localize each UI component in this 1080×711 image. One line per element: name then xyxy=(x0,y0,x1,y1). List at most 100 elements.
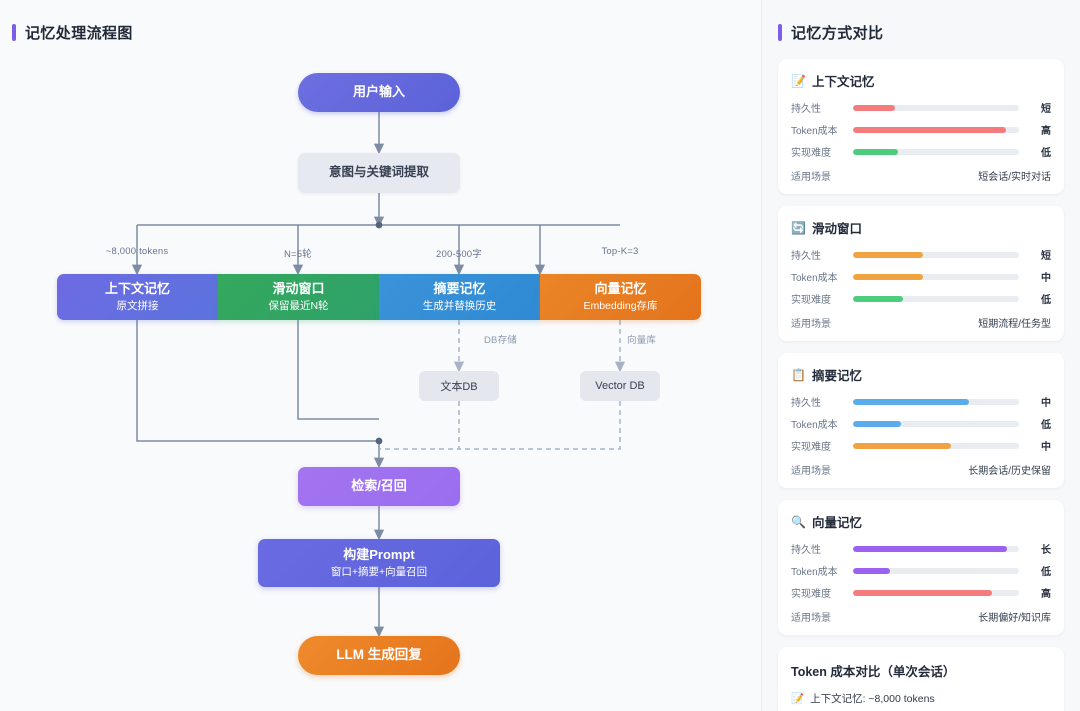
metric-row: Token成本 低 xyxy=(791,416,1051,431)
metric-label: 持久性 xyxy=(791,104,821,115)
metric-track xyxy=(853,545,1019,552)
node-build-prompt-sub: 窗口+摘要+向量召回 xyxy=(330,566,428,579)
scene-label: 适用场景 xyxy=(791,319,831,330)
metric-track xyxy=(853,420,1019,427)
flowchart-canvas: 用户输入 意图与关键词提取 ~8,000 tokens N=5轮 200-500… xyxy=(57,73,701,675)
token-cost-card: Token 成本对比（单次会话） 📝上下文记忆: ~8,000 tokens🔄滑… xyxy=(778,647,1064,711)
metric-row: 持久性短 xyxy=(791,247,1051,262)
scene-row: 适用场景 短期流程/任务型 xyxy=(791,315,1051,330)
scene-value: 短期流程/任务型 xyxy=(978,319,1051,330)
node-llm-response[interactable]: LLM 生成回复 xyxy=(298,636,460,675)
edge-label-summary: 200-500字 xyxy=(436,249,482,260)
split-junction-dot xyxy=(375,221,383,229)
metric-row: Token成本低 xyxy=(791,563,1051,578)
scene-label: 适用场景 xyxy=(791,613,831,624)
metric-track xyxy=(853,567,1019,574)
token-cost-item-icon: 📝 xyxy=(791,693,805,705)
node-context-memory[interactable]: 上下文记忆 原文拼接 xyxy=(57,274,218,320)
metric-row: 实现难度 中 xyxy=(791,438,1051,453)
node-user-input-label: 用户输入 xyxy=(352,84,405,100)
node-summary-memory-sub: 生成并替换历史 xyxy=(422,300,497,313)
metric-row: 实现难度高 xyxy=(791,585,1051,600)
metric-track xyxy=(853,442,1019,449)
token-cost-item-text: 上下文记忆: ~8,000 tokens xyxy=(810,693,935,705)
metric-label: 持久性 xyxy=(791,398,821,409)
metric-track xyxy=(853,251,1019,258)
node-vector-db-label: Vector DB xyxy=(595,380,645,392)
memory-card-title: 上下文记忆 xyxy=(811,75,875,89)
node-llm-response-label: LLM 生成回复 xyxy=(336,647,422,663)
node-summary-memory-title: 摘要记忆 xyxy=(433,280,486,296)
metric-label: 实现难度 xyxy=(791,442,831,453)
metric-value: 长 xyxy=(1041,545,1051,556)
edge-label-vector: Top-K=3 xyxy=(601,246,639,257)
node-sliding-window-title: 滑动窗口 xyxy=(272,280,325,296)
metric-value: 高 xyxy=(1041,126,1051,137)
metric-row: 持久性 长 xyxy=(791,541,1051,556)
node-vector-memory-sub: Embedding存库 xyxy=(583,300,658,313)
metric-value: 低 xyxy=(1041,148,1051,159)
memory-card-header: 🔄滑动窗口 xyxy=(791,218,1051,237)
flowchart-title-text: 记忆处理流程图 xyxy=(25,25,133,42)
node-vector-db[interactable]: Vector DB xyxy=(580,371,660,401)
metric-row: 实现难度低 xyxy=(791,144,1051,159)
flow-connectors xyxy=(131,112,626,638)
metric-fill xyxy=(853,273,923,280)
node-build-prompt-title: 构建Prompt xyxy=(343,546,415,562)
memory-card-title: 向量记忆 xyxy=(811,516,862,530)
node-intent-extraction[interactable]: 意图与关键词提取 xyxy=(298,153,460,193)
metric-label: Token成本 xyxy=(791,273,838,284)
metric-value: 短 xyxy=(1041,104,1051,115)
edge-label-db-store: DB存储 xyxy=(484,335,517,346)
node-intent-label: 意图与关键词提取 xyxy=(328,165,429,180)
node-retrieval-recall[interactable]: 检索/召回 xyxy=(298,467,460,506)
edge-label-context: ~8,000 tokens xyxy=(105,246,169,257)
metric-value: 低 xyxy=(1041,295,1051,306)
scene-value: 长期会话/历史保留 xyxy=(968,466,1051,477)
metric-row: Token成本 高 xyxy=(791,122,1051,137)
metric-value: 低 xyxy=(1041,420,1051,431)
metric-track xyxy=(853,295,1019,302)
memory-card: 📝 上下文记忆持久性 短 Token成本 高实现难度低适用场景短会话/实时对话 xyxy=(778,59,1064,194)
metric-fill xyxy=(853,442,951,449)
metric-label: 实现难度 xyxy=(791,295,831,306)
node-context-memory-title: 上下文记忆 xyxy=(104,280,170,296)
scene-row: 适用场景短会话/实时对话 xyxy=(791,168,1051,183)
comparison-title: 记忆方式对比 xyxy=(778,22,1064,43)
scene-label: 适用场景 xyxy=(791,172,831,183)
token-cost-title: Token 成本对比（单次会话） xyxy=(791,665,956,679)
metric-row: 持久性 短 xyxy=(791,100,1051,115)
metric-value: 中 xyxy=(1041,442,1051,453)
node-text-db[interactable]: 文本DB xyxy=(419,371,499,401)
metric-value: 中 xyxy=(1041,273,1051,284)
metric-label: Token成本 xyxy=(791,126,838,137)
memory-card-header: 📝 上下文记忆 xyxy=(791,71,1051,90)
metric-label: 持久性 xyxy=(791,545,821,556)
memory-card-title: 摘要记忆 xyxy=(811,369,862,383)
metric-fill xyxy=(853,545,1008,552)
node-sliding-window[interactable]: 滑动窗口 保留最近N轮 xyxy=(218,274,379,320)
memory-card-icon: 📝 xyxy=(791,73,806,88)
metric-fill xyxy=(853,295,903,302)
metric-track xyxy=(853,126,1019,133)
node-build-prompt[interactable]: 构建Prompt 窗口+摘要+向量召回 xyxy=(258,539,500,587)
metric-value: 高 xyxy=(1041,589,1051,600)
node-summary-memory[interactable]: 摘要记忆 生成并替换历史 xyxy=(379,274,540,320)
scene-row: 适用场景长期偏好/知识库 xyxy=(791,609,1051,624)
comparison-title-accent-bar xyxy=(778,24,782,41)
memory-card-title: 滑动窗口 xyxy=(811,222,862,236)
node-retrieval-recall-label: 检索/召回 xyxy=(351,478,407,494)
node-user-input[interactable]: 用户输入 xyxy=(298,73,460,112)
metric-track xyxy=(853,273,1019,280)
metric-value: 低 xyxy=(1041,567,1051,578)
metric-label: Token成本 xyxy=(791,420,838,431)
node-vector-memory-title: 向量记忆 xyxy=(594,280,647,296)
node-text-db-label: 文本DB xyxy=(440,381,478,393)
metric-value: 短 xyxy=(1041,251,1051,262)
node-vector-memory[interactable]: 向量记忆 Embedding存库 xyxy=(540,274,701,320)
metric-track xyxy=(853,104,1019,111)
